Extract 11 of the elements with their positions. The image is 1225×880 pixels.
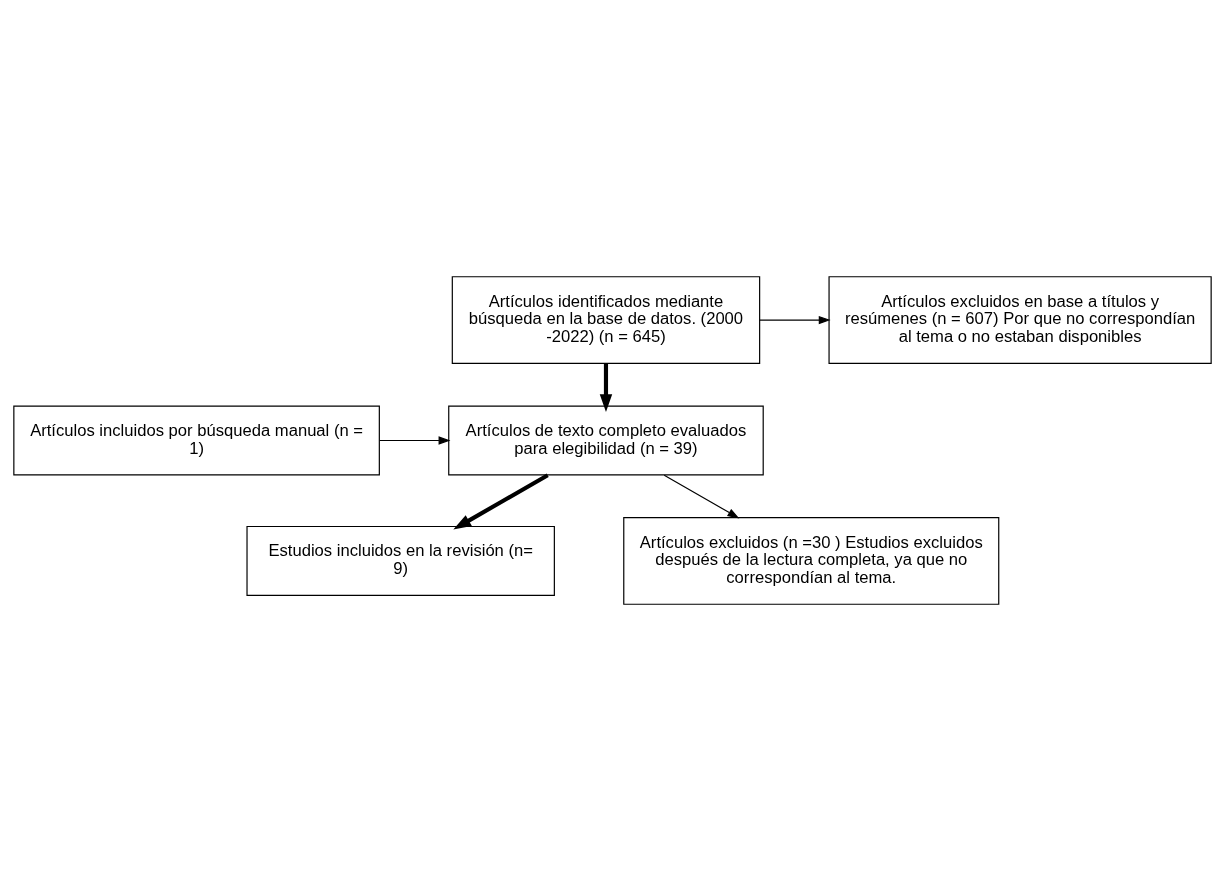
node-box: Estudios incluidos en la revisión (n= 9) <box>246 525 555 596</box>
arrow <box>759 315 831 324</box>
node-box: Artículos excluidos en base a títulos y resúmenes (n = 607) Por que no correspondían al tema o no estaban disponibles <box>828 275 1212 364</box>
arrow <box>599 363 613 412</box>
node-box: Artículos de texto completo evaluados para elegibilidad (n = 39) <box>448 405 764 475</box>
node-box: Artículos excluidos (n =30 ) Estudios excluidos después de la lectura completa, ya que no correspondían al tema. <box>623 516 1000 605</box>
arrow <box>663 474 740 518</box>
arrow <box>453 472 549 529</box>
node-box: Artículos identificados mediante búsqueda en la base de datos. (2000 -2022) (n = 645) <box>451 275 761 364</box>
node-box: Artículos incluidos por búsqueda manual (n = 1) <box>13 405 380 475</box>
arrow <box>379 435 451 445</box>
